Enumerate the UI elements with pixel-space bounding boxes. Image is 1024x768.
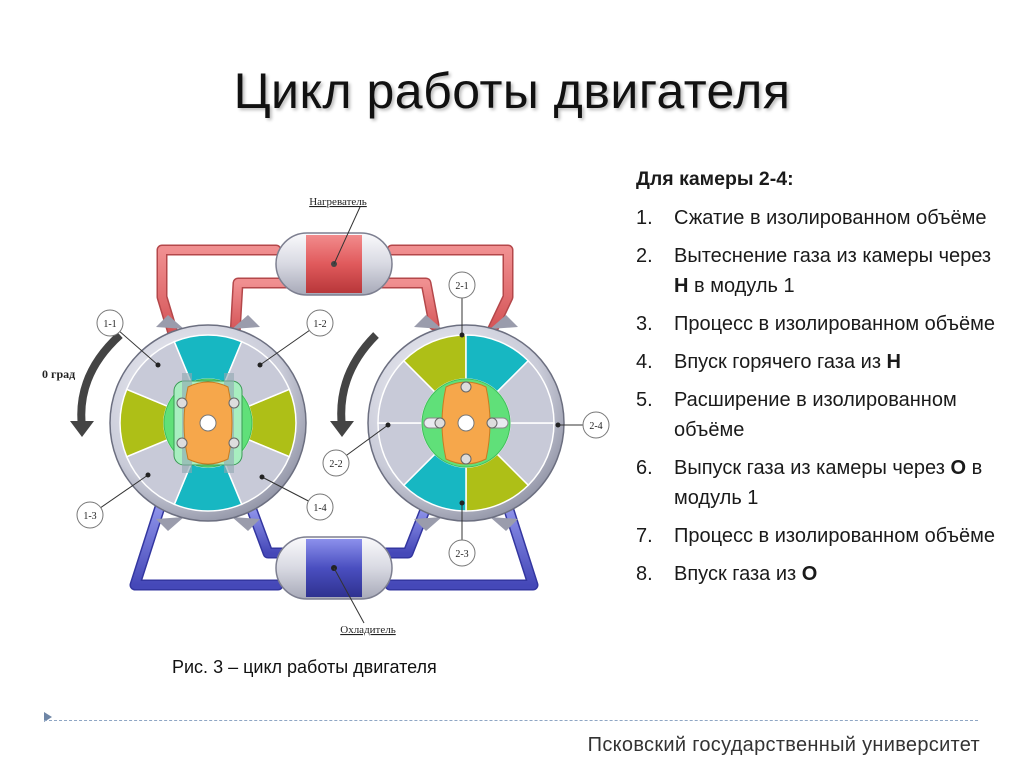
step-text: Расширение в изолированном объёме: [674, 389, 957, 441]
angle-label: 0 град: [42, 367, 75, 381]
step-item: 8. Впуск газа из О: [636, 559, 1006, 589]
callout-label: 2-4: [589, 421, 602, 432]
step-number: 1.: [636, 207, 653, 229]
step-item: 5. Расширение в изолированном объёме: [636, 385, 1006, 445]
right-rotor: [367, 315, 565, 531]
steps-list: 1. Сжатие в изолированном объёме 2. Вытесне…: [636, 203, 1006, 589]
step-item: 4. Впуск горячего газа из Н: [636, 347, 1006, 377]
cold-pipes: [129, 501, 539, 591]
step-item: 7. Процесс в изолированном объёме: [636, 521, 1006, 551]
callout-2-3: 2-3: [448, 500, 476, 567]
callout-1-4: 1-4: [259, 474, 334, 521]
step-number: 5.: [636, 389, 653, 411]
callout-1-1: 1-1: [96, 309, 161, 368]
callout-label: 2-1: [455, 281, 468, 292]
cycle-steps-panel: Для камеры 2-4: 1. Сжатие в изолированном…: [636, 168, 1006, 597]
left-rotation-arrow: [70, 332, 123, 437]
cooler-module: [275, 536, 393, 624]
footer-marker-icon: [44, 712, 52, 722]
step-item: 6. Выпуск газа из камеры через О в модуль…: [636, 453, 1006, 513]
callout-label: 1-2: [313, 319, 326, 330]
footer-divider: [44, 720, 978, 721]
footer-university: Псковский государственный университет: [587, 734, 980, 756]
step-number: 4.: [636, 351, 653, 373]
step-number: 2.: [636, 245, 653, 267]
step-text: Вытеснение газа из камеры через Н в моду…: [674, 245, 992, 297]
step-number: 3.: [636, 313, 653, 335]
step-item: 2. Вытеснение газа из камеры через Н в мо…: [636, 241, 1006, 301]
step-text: Впуск горячего газа из Н: [674, 351, 901, 373]
callout-2-1: 2-1: [448, 271, 476, 338]
step-text: Процесс в изолированном объёме: [674, 313, 996, 335]
slide-title: Цикл работы двигателя: [233, 63, 791, 119]
callout-label: 2-2: [329, 459, 342, 470]
callout-2-4: 2-4: [555, 411, 610, 439]
step-text: Сжатие в изолированном объёме: [674, 207, 987, 229]
left-rotor: [109, 315, 307, 531]
heater-module: [275, 206, 393, 296]
callout-label: 1-3: [83, 511, 96, 522]
callout-label: 2-3: [455, 549, 468, 560]
callout-label: 1-1: [103, 319, 116, 330]
callout-1-2: 1-2: [257, 309, 334, 368]
engine-cycle-diagram: Нагреватель Охладитель: [42, 196, 610, 636]
step-text: Впуск газа из О: [674, 563, 818, 585]
step-item: 3. Процесс в изолированном объёме: [636, 309, 1006, 339]
callout-label: 1-4: [313, 503, 326, 514]
steps-heading: Для камеры 2-4:: [636, 168, 794, 190]
figure-caption: Рис. 3 – цикл работы двигателя: [172, 657, 437, 677]
step-item: 1. Сжатие в изолированном объёме: [636, 203, 1006, 233]
callout-2-2: 2-2: [322, 422, 391, 477]
step-text: Выпуск газа из камеры через О в модуль 1: [674, 457, 983, 509]
heater-label: Нагреватель: [309, 196, 367, 208]
callout-1-3: 1-3: [76, 472, 151, 529]
step-number: 7.: [636, 525, 653, 547]
cooler-label: Охладитель: [340, 624, 396, 636]
step-number: 6.: [636, 457, 653, 479]
step-number: 8.: [636, 563, 653, 585]
step-text: Процесс в изолированном объёме: [674, 525, 996, 547]
right-rotation-arrow: [330, 332, 379, 437]
